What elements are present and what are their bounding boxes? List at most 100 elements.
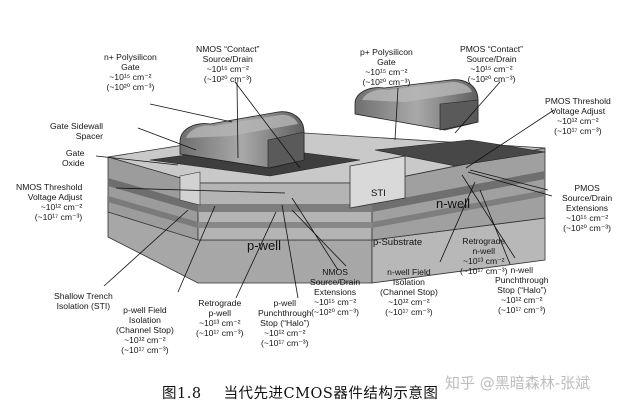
label-line: (~10²⁰ cm⁻³) <box>203 74 252 84</box>
label-line: Spacer <box>75 131 104 141</box>
label-line: (~10¹⁷ cm⁻³) <box>385 307 433 317</box>
label-line: ~10¹² cm⁻² <box>263 328 306 338</box>
label-line: n-well <box>510 265 533 275</box>
label-line: p-well <box>208 308 231 318</box>
label-line: Retrograde <box>462 236 506 246</box>
label-line: p+ Polysilicon <box>360 47 413 57</box>
label-line: (~10¹⁷ cm⁻³) <box>261 338 309 348</box>
label-line: (~10¹⁷ cm⁻³) <box>460 266 508 276</box>
figure-title: 当代先进CMOS器件结构示意图 <box>223 386 439 402</box>
label-line: ~10¹⁵ cm⁻² <box>109 72 152 82</box>
nwell-layer-2 <box>372 190 545 228</box>
label-line: Extensions <box>314 287 357 297</box>
label-line: (~10¹⁷ cm⁻³) <box>498 305 546 315</box>
nmos-gate-top <box>186 114 298 138</box>
label-pmos-contact: PMOS “Contact”Source/Drain~10¹⁵ cm⁻²(~10… <box>460 44 523 84</box>
label-line: n-well Field <box>387 267 431 277</box>
label-line: ~10¹² cm⁻² <box>40 202 83 212</box>
left-layer-1 <box>108 178 198 212</box>
label-line: (Channel Stop) <box>380 287 438 297</box>
label-line: PMOS <box>574 183 600 193</box>
sti-block <box>349 155 406 209</box>
label-line: (~10²⁰ cm⁻³) <box>467 74 516 84</box>
label-line: ~10¹⁵ cm⁻² <box>365 67 408 77</box>
label-line: (~10²⁰ cm⁻³) <box>563 223 611 233</box>
label-line: n+ Polysilicon <box>104 52 157 62</box>
label-line: ~10¹⁵ cm⁻² <box>470 64 513 74</box>
label-line: Isolation (STI) <box>56 301 111 311</box>
label-line: Punchthrough <box>495 275 549 285</box>
label-line: Source/Drain <box>202 54 253 64</box>
label-line: Isolation <box>392 277 425 287</box>
label-nmos-contact: NMOS “Contact”Source/Drain~10¹⁵ cm⁻²(~10… <box>196 44 260 84</box>
label-line: ~10¹² cm⁻² <box>124 335 166 345</box>
figure-number: 图1.8 <box>162 386 202 402</box>
label-line: ~10¹⁵ cm⁻² <box>206 64 249 74</box>
label-line: Voltage Adjust <box>550 106 606 116</box>
leader-lines <box>95 81 555 299</box>
label-line: Source/Drain <box>310 277 361 287</box>
label-line: (~10²⁰ cm⁻³) <box>106 82 155 92</box>
pmos-sd-dark <box>374 139 546 167</box>
label-line: (~10¹⁷ cm⁻³) <box>121 345 169 355</box>
pwell-layer-2 <box>198 222 372 228</box>
label-line: PMOS Threshold <box>545 96 611 106</box>
psubstrate-region-label: p-Substrate <box>373 237 422 248</box>
label-line: ~10¹² cm⁻² <box>500 295 543 305</box>
pmos-gate-top <box>362 82 472 102</box>
figure-caption: 图1.8 当代先进CMOS器件结构示意图 <box>162 382 438 403</box>
label-line: ~10¹⁵ cm⁻² <box>313 297 357 307</box>
label-line: Gate <box>65 148 85 158</box>
label-line: Voltage Adjust <box>27 192 83 202</box>
label-line: Extensions <box>566 203 609 213</box>
label-line: Gate Sidewall <box>50 121 104 131</box>
label-line: Stop (“Halo”) <box>497 285 547 295</box>
label-line: ~10¹⁵ cm⁻² <box>565 213 609 223</box>
watermark: 知乎 @黑暗森林-张斌 <box>445 374 591 392</box>
label-line: Oxide <box>62 158 85 168</box>
label-line: Source/Drain <box>562 193 613 203</box>
sti-left-trench <box>179 171 201 206</box>
label-line: p-well <box>273 298 296 308</box>
label-line: (~10²⁰ cm⁻³) <box>311 307 359 317</box>
label-line: Gate <box>121 62 140 72</box>
label-line: Isolation <box>128 315 161 325</box>
label-line: NMOS <box>322 267 348 277</box>
pmos-gate-front <box>439 99 479 131</box>
label-line: ~10¹³ cm⁻² <box>462 256 505 266</box>
label-line: NMOS Threshold <box>16 182 83 192</box>
sti-region-label: STI <box>371 188 386 199</box>
pwell-region-label: p-well <box>247 238 281 253</box>
label-line: n-well <box>472 246 495 256</box>
label-line: Gate <box>377 57 396 67</box>
label-line: Punchthrough <box>258 308 312 318</box>
label-line: PMOS “Contact” <box>460 44 524 54</box>
pwell-layer-1 <box>198 204 372 212</box>
label-line: Retrograde <box>198 298 242 308</box>
label-line: NMOS “Contact” <box>196 44 260 54</box>
label-line: p-well Field <box>123 305 167 315</box>
label-line: Shallow Trench <box>54 291 113 301</box>
label-line: (Channel Stop) <box>116 325 174 335</box>
left-layer-2 <box>108 196 198 228</box>
label-line: ~10¹³ cm⁻² <box>198 318 241 328</box>
label-line: (~10¹⁷ cm⁻³) <box>554 126 602 136</box>
label-line: (~10²⁰ cm⁻³) <box>362 77 411 87</box>
nwell-region-label: n-well <box>436 196 470 211</box>
